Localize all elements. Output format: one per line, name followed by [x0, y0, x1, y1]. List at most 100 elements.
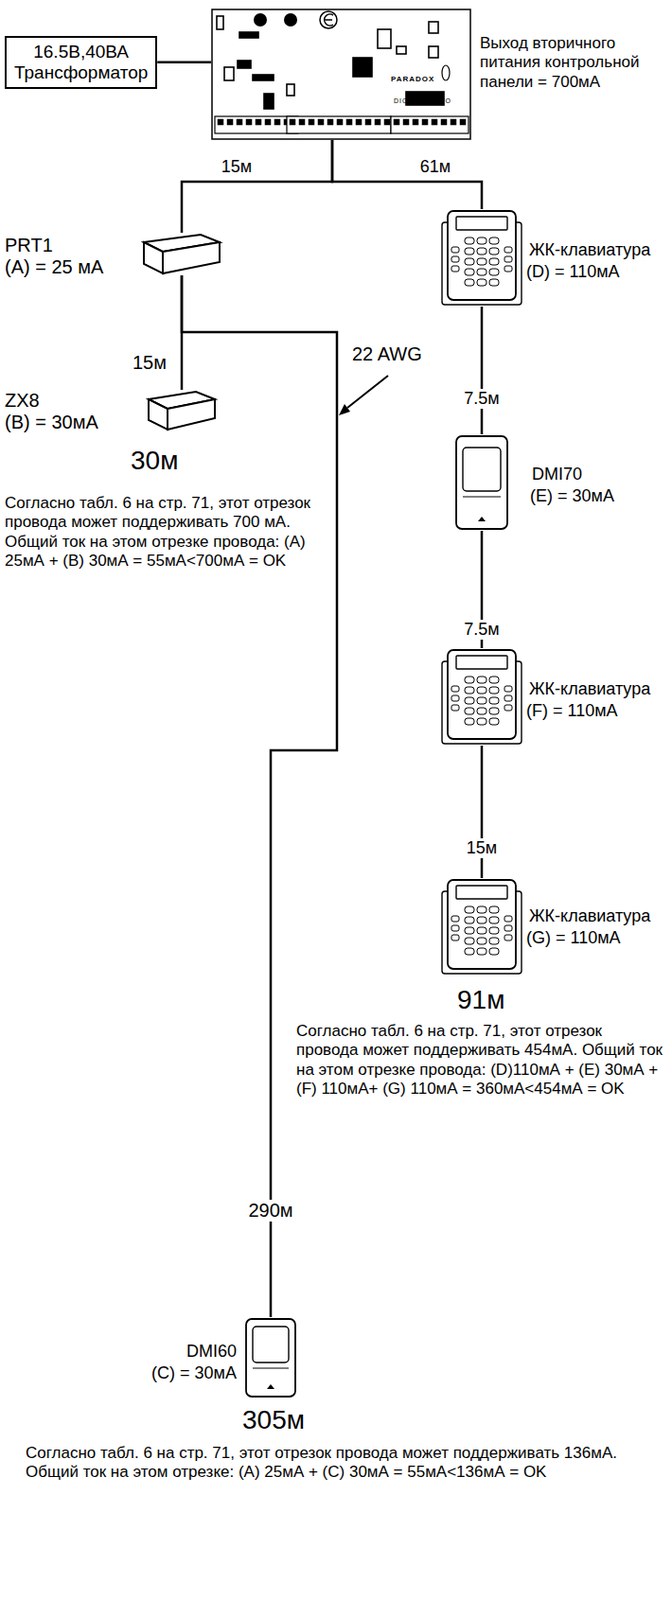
keypad-key — [504, 265, 513, 272]
terminal-screw — [299, 119, 305, 125]
keypad-key — [477, 697, 487, 705]
detector-body — [246, 1319, 296, 1398]
keypad-key — [464, 237, 475, 245]
terminal-screw — [346, 119, 353, 125]
transformer-box: 16.5В,40ВА Трансформатор — [4, 35, 158, 89]
keypad-key — [504, 935, 513, 941]
detector-led — [477, 516, 486, 522]
crystal — [442, 65, 450, 81]
node-title: 16.5В,40ВА Трансформатор — [14, 41, 148, 84]
panel-hole — [253, 13, 267, 27]
keypad-key — [464, 917, 475, 924]
label-holder: PRT1 — [4, 234, 54, 257]
wire — [332, 140, 482, 210]
current-value: (E) = 30мА — [530, 486, 615, 507]
keypad-key — [489, 258, 499, 266]
calc-note: Согласно табл. 6 на стр. 71, этот отрезо… — [25, 1444, 641, 1484]
terminal-screw — [236, 119, 243, 125]
label-holder: ЖК-клавиатура — [529, 906, 651, 927]
wire — [181, 275, 337, 1318]
device-icon — [454, 434, 510, 531]
keypad-key — [464, 927, 475, 935]
device-name: DMI70 — [531, 464, 583, 485]
keypad-key — [451, 247, 460, 253]
device-name: ЖК-клавиатура — [529, 679, 651, 700]
keypad-key — [477, 707, 487, 715]
keypad-key — [477, 948, 487, 955]
box-front — [143, 242, 163, 274]
run-length: 30м — [130, 444, 178, 478]
lcd-keypad: ЖК-клавиатура(F) = 110мА — [439, 648, 525, 746]
keypad-key — [477, 279, 487, 286]
panel-logo — [323, 14, 334, 26]
panel-part — [264, 93, 274, 109]
panel-part — [428, 21, 439, 34]
device-icon — [439, 878, 525, 976]
label-holder: DMI60 — [186, 1342, 237, 1362]
current-value: (B) = 30мА — [4, 411, 99, 434]
keypad-key — [451, 935, 460, 941]
terminal-screw — [217, 119, 224, 125]
device-icon — [439, 209, 525, 307]
terminal-screw — [308, 119, 315, 125]
keypad-key — [489, 917, 499, 924]
terminal-block — [214, 116, 299, 134]
keypad-key — [489, 937, 499, 945]
keypad-key — [504, 705, 513, 711]
panel-part — [428, 46, 439, 58]
current-value: (D) = 110мА — [526, 262, 620, 283]
panel-part — [286, 84, 295, 96]
keypad-key — [451, 705, 460, 711]
keypad-key — [464, 937, 475, 945]
label-holder: (E) = 30мА — [530, 486, 615, 507]
keypad-body — [447, 650, 516, 740]
brand-text: DIGIPLEX EVO — [393, 97, 452, 106]
keypad-key — [464, 687, 475, 694]
arrow-head — [338, 404, 351, 416]
keypad-key — [464, 268, 475, 276]
keypad-key — [451, 256, 460, 263]
keypad-key — [504, 256, 513, 263]
device-name: ZX8 — [4, 389, 40, 412]
terminal-screw — [318, 119, 324, 125]
panel-part — [239, 32, 259, 38]
keypad-key — [489, 948, 499, 955]
panel-hole — [283, 13, 298, 27]
label-holder: ЖК-клавиатура — [529, 240, 651, 261]
panel-logo — [319, 11, 337, 29]
keypad-key — [477, 268, 487, 276]
terminal-screw — [227, 119, 233, 125]
keypad-key — [464, 707, 475, 715]
wire-length: 15м — [464, 838, 499, 859]
keypad-key — [451, 686, 460, 692]
wire-length: 290м — [246, 1200, 295, 1222]
wire — [181, 140, 333, 233]
keypad-key — [451, 916, 460, 922]
label-holder: ZX8 — [4, 389, 40, 412]
terminal-screw — [327, 119, 334, 125]
wire-length: 7.5м — [461, 389, 501, 409]
awg-pointer — [338, 375, 389, 416]
lcd-keypad: ЖК-клавиатура(D) = 110мА — [439, 209, 525, 307]
keypad-key — [464, 247, 475, 255]
keypad-key — [451, 695, 460, 702]
zone-expander: ZX8(B) = 30мА — [146, 389, 217, 432]
device-name: PRT1 — [4, 234, 54, 257]
keypad-key — [504, 925, 513, 932]
keypad-key — [489, 707, 499, 715]
keypad-key — [504, 916, 513, 922]
cpu-chip — [353, 57, 372, 77]
keypad-key — [477, 718, 487, 726]
keypad-key — [464, 258, 475, 266]
label-holder: (G) = 110мА — [526, 928, 621, 949]
keypad-key — [489, 718, 499, 726]
keypad-key — [489, 247, 499, 255]
run-length: 305м — [242, 1404, 305, 1437]
device-icon — [211, 8, 472, 141]
terminal-block — [286, 116, 391, 134]
current-value: (G) = 110мА — [526, 928, 621, 949]
terminal-screw — [459, 119, 466, 125]
wire — [157, 61, 212, 65]
